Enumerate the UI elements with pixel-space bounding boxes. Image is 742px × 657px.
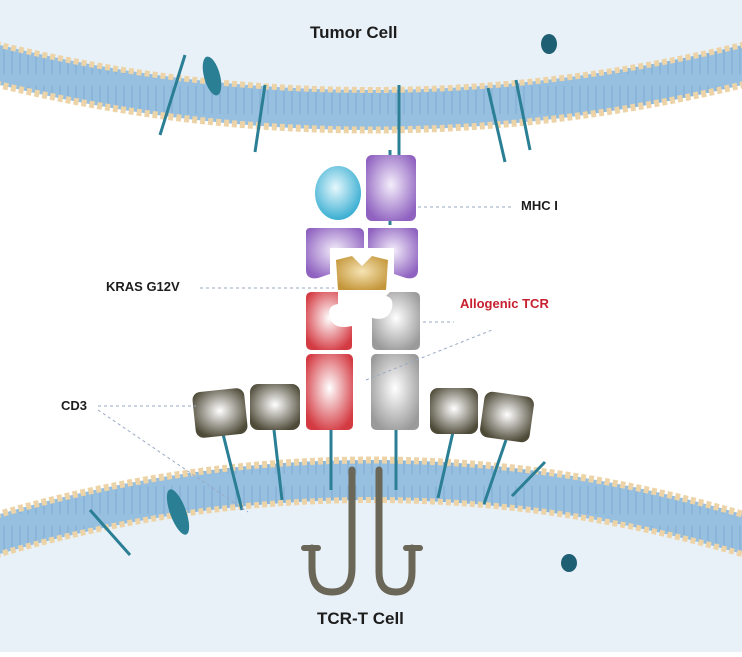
tcr-membrane-heads-outer [0, 456, 742, 518]
tcr-beta-variable [372, 292, 420, 350]
tumor-membrane-heads-outer [0, 81, 742, 134]
allogenic-tcr-label: Allogenic TCR [460, 296, 549, 311]
mhc-alpha2-domain [368, 228, 418, 279]
cd3-stalk-2 [272, 429, 284, 501]
cd3-subunit-4 [480, 391, 534, 443]
tcr-t-cell-label: TCR-T Cell [317, 609, 404, 628]
cd3-stalk-4 [482, 439, 508, 505]
leader-cd3-2 [97, 409, 249, 513]
tcr-channel-left [88, 509, 132, 556]
tcr-cell-interior [0, 500, 742, 652]
tumor-membrane-lipids [0, 44, 742, 130]
tcr-membrane-lipids [0, 460, 742, 555]
cd3-label: CD3 [61, 398, 88, 413]
cd3-stalk-1 [220, 429, 244, 511]
signaling-tail-left [308, 466, 356, 596]
tumor-cell-interior [0, 0, 742, 90]
tumor-cell-label: Tumor Cell [310, 23, 398, 42]
mhc-alpha3-domain [366, 155, 416, 221]
tumor-round-protein [541, 34, 557, 54]
tumor-membrane-heads-inner [0, 41, 742, 93]
tcr-t-cell [0, 456, 742, 652]
tumor-oval-protein [202, 56, 222, 96]
tcr-round-protein [561, 554, 577, 572]
tumor-channel-4 [486, 87, 507, 163]
kras-peptide [336, 256, 388, 290]
tumor-channel-5 [514, 79, 532, 151]
leader-tcr-2 [365, 329, 493, 381]
tcr-alpha-constant [306, 354, 353, 430]
mhc-label: MHC I [521, 198, 558, 213]
tcr-membrane-heads-inner [0, 497, 742, 558]
tcr-beta-constant [371, 354, 419, 430]
tumor-channel-1 [158, 54, 187, 136]
kras-label: KRAS G12V [106, 279, 180, 294]
tcr-alpha-variable [306, 292, 352, 350]
cd3-subunit-2 [250, 384, 300, 430]
tumor-cell [0, 0, 742, 163]
cd3-subunit-1 [192, 388, 248, 438]
cd3-subunit-3 [430, 388, 478, 434]
beta2-microglobulin [315, 166, 361, 220]
tcr-oval-protein [166, 489, 190, 535]
mhc-complex [306, 150, 418, 290]
mhc-alpha1-domain [306, 228, 364, 279]
leader-lines [97, 206, 512, 513]
tcr-channel-right [510, 460, 547, 498]
cd3-stalk-3 [436, 431, 455, 499]
signaling-tail-right [375, 466, 416, 596]
cd3-subunits [192, 384, 534, 511]
tumor-channel-2 [253, 84, 267, 153]
